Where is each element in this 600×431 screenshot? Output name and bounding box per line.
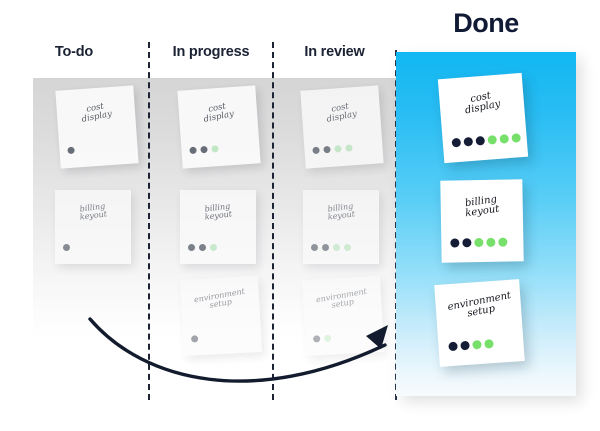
sticky-card[interactable]: cost display <box>300 85 384 169</box>
status-dot-green <box>499 134 510 144</box>
sticky-card-title: billing keyout <box>79 201 108 222</box>
status-dot-green <box>211 145 219 153</box>
status-dot-green <box>474 237 484 248</box>
status-dot-green <box>333 244 340 251</box>
column-header-in-review: In review <box>304 44 365 60</box>
sticky-card-title: cost display <box>80 101 113 125</box>
sticky-card-title: billing keyout <box>327 201 356 222</box>
status-dot-dark <box>312 146 320 155</box>
status-dot-dark <box>189 146 197 155</box>
status-dot-dark <box>448 341 458 352</box>
status-dot-green <box>511 133 522 143</box>
column-divider-2 <box>272 42 274 400</box>
status-dot-dark <box>450 238 460 248</box>
column-header-todo: To-do <box>54 44 94 60</box>
status-dot-green <box>472 339 482 350</box>
sticky-card-dots <box>312 144 353 155</box>
status-dot-dark <box>323 145 331 154</box>
status-dot-green <box>210 244 217 251</box>
sticky-card[interactable]: billing keyout <box>180 190 256 264</box>
sticky-card-dots <box>311 244 351 251</box>
status-dot-dark <box>463 136 474 147</box>
column-header-done: Done <box>453 8 519 38</box>
sticky-card-dots <box>189 145 219 155</box>
sticky-card-dots <box>448 339 494 352</box>
sticky-card-title: cost display <box>325 101 358 125</box>
status-dot-dark <box>200 145 208 154</box>
sticky-card-dots <box>67 146 75 155</box>
status-dot-dark <box>188 244 195 251</box>
status-dot-dark <box>67 146 75 155</box>
sticky-card[interactable]: cost display <box>55 85 139 169</box>
sticky-card[interactable]: environment setup <box>434 279 525 367</box>
column-divider-1 <box>148 42 150 400</box>
status-dot-dark <box>63 244 70 251</box>
status-dot-dark <box>460 340 470 351</box>
status-dot-dark <box>475 135 486 146</box>
status-dot-green <box>345 144 353 152</box>
sticky-card-dots <box>451 133 522 148</box>
status-dot-dark <box>311 244 318 251</box>
status-dot-green <box>486 237 496 247</box>
sticky-card[interactable]: cost display <box>437 72 529 164</box>
sticky-card[interactable]: billing keyout <box>55 190 131 264</box>
sticky-card-title: cost display <box>202 101 235 125</box>
sticky-card[interactable]: billing keyout <box>440 179 524 263</box>
sticky-card-title: billing keyout <box>204 201 233 222</box>
sticky-card[interactable]: cost display <box>177 85 261 169</box>
status-dot-green <box>344 244 351 251</box>
sticky-card-title: environment setup <box>446 289 512 320</box>
status-dot-dark <box>199 244 206 251</box>
sticky-card[interactable]: billing keyout <box>303 190 379 264</box>
column-header-in-progress: In progress <box>172 44 250 60</box>
sticky-card-title: cost display <box>464 90 502 117</box>
sticky-card-title: billing keyout <box>464 193 501 220</box>
sticky-card-dots <box>188 244 217 251</box>
progress-flow-arrow-icon <box>88 317 388 383</box>
sticky-card-dots <box>63 244 70 251</box>
status-dot-green <box>484 339 494 349</box>
status-dot-dark <box>451 137 462 148</box>
status-dot-green <box>498 237 508 247</box>
status-dot-green <box>487 135 498 145</box>
status-dot-dark <box>322 244 329 251</box>
status-dot-green <box>334 145 342 153</box>
status-dot-dark <box>462 238 472 248</box>
sticky-card-dots <box>450 237 508 248</box>
